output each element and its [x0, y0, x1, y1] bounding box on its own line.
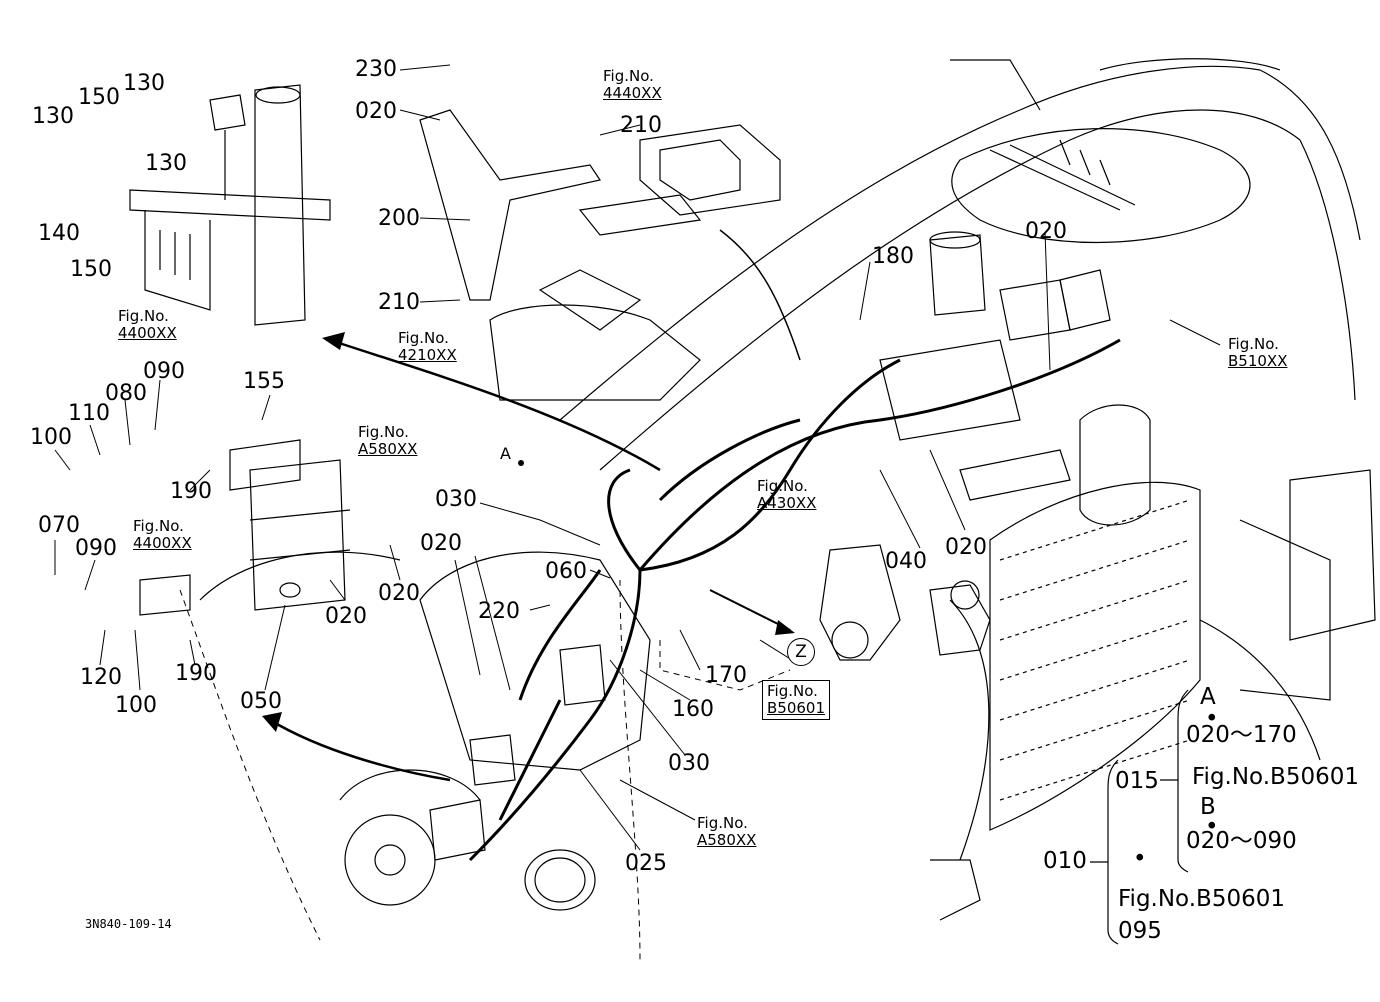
label-025: 025: [625, 851, 667, 876]
marker-z: Z: [787, 638, 815, 666]
label-110: 110: [68, 401, 110, 426]
label-020-l2: 020: [378, 581, 420, 606]
dashed-region: [179, 579, 791, 961]
figref-A580XX-bottom: Fig.No. A580XX: [697, 815, 756, 849]
label-190-b: 190: [175, 661, 217, 686]
engine-parts-center: [419, 109, 781, 401]
legend-b: B: [1200, 794, 1216, 820]
drawing-code: 3N840-109-14: [85, 917, 172, 931]
legend-b-dot: •: [1205, 814, 1219, 840]
legend-range-b: 020～090: [1186, 828, 1297, 854]
figref-head: Fig.No.: [1228, 335, 1279, 353]
marker-a-letter: A: [500, 444, 511, 463]
label-220: 220: [478, 599, 520, 624]
label-090-b: 090: [75, 536, 117, 561]
legend-095: 095: [1118, 918, 1162, 944]
label-230: 230: [355, 57, 397, 82]
figref-num: A580XX: [358, 440, 418, 458]
label-130-a: 130: [123, 71, 165, 96]
label-140: 140: [38, 221, 80, 246]
figref-num: B50601: [767, 699, 826, 717]
figref-num: 4440XX: [603, 84, 662, 102]
figref-head: Fig.No.: [767, 682, 818, 700]
label-100-a: 100: [30, 425, 72, 450]
label-150-a: 150: [78, 85, 120, 110]
legend-a: A: [1200, 684, 1216, 710]
legend-010: 010: [1043, 848, 1087, 874]
legend-brackets: [1090, 689, 1189, 945]
figref-num: 4400XX: [118, 324, 177, 342]
label-020-c: 020: [420, 531, 462, 556]
label-080: 080: [105, 381, 147, 406]
frame-right: [1199, 469, 1376, 761]
label-150-b: 150: [70, 257, 112, 282]
marker-a-dot: [518, 460, 524, 466]
label-060: 060: [545, 559, 587, 584]
figref-4210XX: Fig.No. 4210XX: [398, 330, 457, 364]
label-050: 050: [240, 689, 282, 714]
legend-fig-c: Fig.No.B50601: [1118, 886, 1285, 912]
label-090-a: 090: [143, 359, 185, 384]
figref-num: 4210XX: [398, 346, 457, 364]
arrow-heads: [262, 332, 795, 732]
figref-head: Fig.No.: [697, 814, 748, 832]
label-120: 120: [80, 665, 122, 690]
legend-fig-a: Fig.No.B50601: [1192, 764, 1359, 790]
label-155: 155: [243, 369, 285, 394]
hood-outline: [559, 58, 1361, 471]
label-100-b: 100: [115, 693, 157, 718]
legend-015: 015: [1115, 768, 1159, 794]
figref-head: Fig.No.: [358, 423, 409, 441]
label-020-r1: 020: [1025, 219, 1067, 244]
figref-head: Fig.No.: [398, 329, 449, 347]
figref-head: Fig.No.: [603, 67, 654, 85]
label-070: 070: [38, 513, 80, 538]
label-170: 170: [705, 663, 747, 688]
figref-head: Fig.No.: [757, 477, 808, 495]
label-210-mid: 210: [378, 290, 420, 315]
figref-4400XX-mid: Fig.No. 4400XX: [133, 518, 192, 552]
figref-B50601: Fig.No. B50601: [762, 680, 831, 720]
figref-4440XX: Fig.No. 4440XX: [603, 68, 662, 102]
wire-harness: [468, 338, 1121, 862]
engine-parts-right: [819, 231, 1151, 661]
label-160: 160: [672, 697, 714, 722]
figref-num: A580XX: [697, 831, 757, 849]
legend-a-dot: •: [1205, 706, 1219, 732]
label-210-top: 210: [620, 113, 662, 138]
label-130-b: 130: [32, 104, 74, 129]
figref-num: A430XX: [757, 494, 817, 512]
figref-head: Fig.No.: [133, 517, 184, 535]
grille: [930, 481, 1201, 921]
figref-A580XX-top: Fig.No. A580XX: [358, 424, 417, 458]
label-190-a: 190: [170, 479, 212, 504]
figref-B510XX: Fig.No. B510XX: [1228, 336, 1287, 370]
label-020-l1: 020: [325, 604, 367, 629]
label-200: 200: [378, 206, 420, 231]
figref-A430XX: Fig.No. A430XX: [757, 478, 816, 512]
figref-num: B510XX: [1228, 352, 1288, 370]
label-030-b: 030: [668, 751, 710, 776]
label-030-a: 030: [435, 487, 477, 512]
legend-range-a: 020～170: [1186, 722, 1297, 748]
label-020-r2: 020: [945, 535, 987, 560]
figref-head: Fig.No.: [118, 307, 169, 325]
panel-upper-left: [129, 84, 331, 326]
leader-lines: [54, 64, 1221, 851]
pointer-arrows: [269, 229, 801, 782]
legend-dot: •: [1133, 846, 1147, 872]
label-040: 040: [885, 549, 927, 574]
label-130-c: 130: [145, 151, 187, 176]
label-020-top: 020: [355, 99, 397, 124]
label-180: 180: [872, 244, 914, 269]
marker-a: A: [500, 444, 524, 466]
figref-num: 4400XX: [133, 534, 192, 552]
figref-4400XX-top: Fig.No. 4400XX: [118, 308, 177, 342]
